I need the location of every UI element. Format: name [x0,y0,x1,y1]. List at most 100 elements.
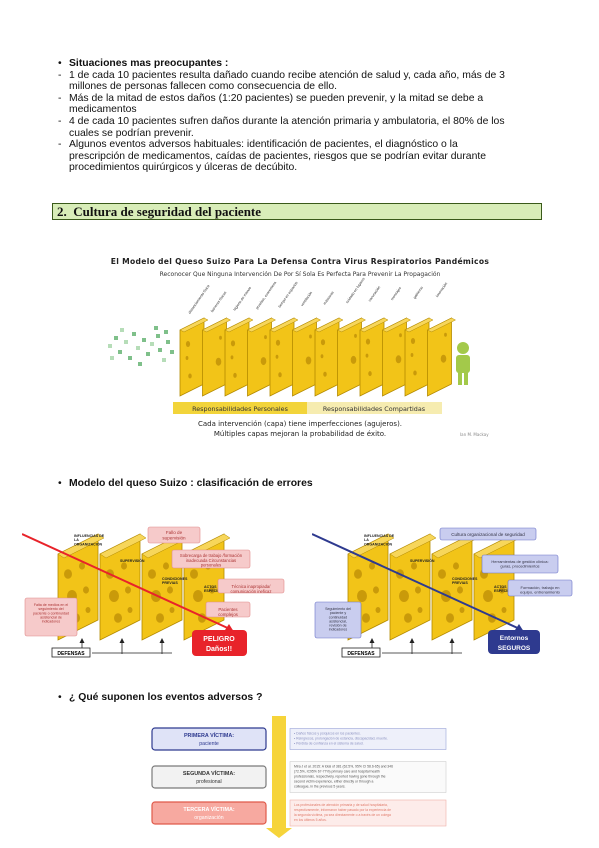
virus-particle [164,330,168,334]
victim-detail-box [289,761,447,793]
slice-label: ventilación [300,291,313,307]
victims-arrow-head [266,828,292,838]
slice-label: mensajes [390,286,402,301]
box-clinical-tools [481,554,559,574]
fig1-title: El Modelo del Queso Suizo Para La Defens… [111,257,490,266]
cheese-slice [291,317,322,397]
virus-particle [114,336,118,340]
defense-arrow [119,638,125,654]
concern-item: -Algunos eventos adversos habituales: id… [58,139,548,174]
slice-label: máscaras [323,290,335,305]
victim-row: PRIMERA VÍCTIMA:paciente• Daños físicos … [151,727,447,751]
layer-label: SUPERVISIÓN [410,558,435,563]
error-cheese-slice [389,533,437,641]
section-title: Cultura de seguridad del paciente [73,204,262,219]
section-heading-box [52,203,542,220]
concern-item-line: 1 de cada 10 pacientes resulta dañado cu… [69,69,505,81]
virus-particle [108,344,112,348]
virus-particle [138,362,142,366]
band-personal [173,402,307,414]
virus-particle [158,348,162,352]
cheese-slices [179,317,457,397]
seguros-badge [488,630,540,654]
victim-title: TERCERA VÍCTIMA: [183,805,235,813]
defensas-label: DEFENSAS [57,651,85,657]
cheese-slice [336,317,367,397]
victim-detail-line: Mira J et al. 2015: A total of 381 (62.5… [294,765,393,769]
defensas-box [51,647,91,658]
box-workload [171,549,251,569]
concern-item: -Más de la mitad de estos daños (1:20 pa… [58,93,548,116]
virus-particle [136,346,140,350]
victim-subtitle: organización [194,815,224,821]
box-technique-text: Técnica inapropiada/comunicación inefica… [231,584,272,594]
bullet-dot: • [58,478,62,489]
victim-row: SEGUNDA VÍCTIMA: profesional Mira J et al.… [151,761,447,793]
concern-items: -1 de cada 10 pacientes resulta dañado c… [58,70,548,174]
cheese-slice [426,317,457,397]
box-org-culture [439,527,537,541]
fig1-caption-1: Cada intervención (capa) tiene imperfecc… [198,420,402,428]
virus-particle [166,340,170,344]
dash-marker: - [58,69,62,81]
box-org-culture-text: Cultura organizacional de seguridad [451,532,525,537]
cheese-model-title: Modelo del queso Suizo : clasificación d… [69,478,313,489]
victim-detail-line: colleague, in the previous 5 years. [294,785,346,789]
box-technique [217,578,285,594]
concern-list: • Situaciones mas preocupantes : -1 de c… [58,58,548,174]
victim-detail-line: • Daños físicos y psíquicos en los pacie… [294,732,361,736]
victim-subtitle: profesional [196,779,221,785]
virus-particle [132,332,136,336]
cheese-slice [269,317,299,397]
box-complex-patients [205,601,251,618]
victim-detail-line: Los profesionales de atención primaria y… [294,803,388,807]
victim-detail-line: en los últimos 5 años. [294,818,327,822]
virus-particle [146,352,150,356]
fig1-caption-2: Múltiples capas mejoran la probabilidad … [214,430,386,438]
victim-title: SEGUNDA VÍCTIMA: [183,769,235,777]
virus-particle [150,342,154,346]
box-clinical-tools-text: Herramientas de gestión clínica:guías, p… [491,559,548,569]
section-number: 2. [57,204,67,219]
virus-particle [128,356,132,360]
victim-detail-line: • Reingresos, prolongación de estancia, … [294,737,388,741]
slice-label: tiempo en espacios [278,281,299,309]
concern-item-line: prescripción de medicamentos, caídas de … [69,150,487,162]
seguros-line2: SEGUROS [498,645,531,652]
victim-detail-line: • Pérdida de confianza en el sistema de … [294,742,364,746]
dash-marker: - [58,92,62,104]
virus-particle [154,326,158,330]
defense-arrow [159,638,165,654]
box-training [507,579,573,597]
cheese-model-item: • Modelo del queso Suizo : clasificación… [58,478,548,490]
box-follow-up [314,601,362,639]
virus-particle [142,338,146,342]
band-shared [307,402,442,414]
slice-label: vacunación [368,285,382,302]
dash-marker: - [58,115,62,127]
swiss-cheese-virus-figure: El Modelo del Queso Suizo Para La Defens… [108,257,490,438]
victim-box [151,765,267,789]
layer-label: SUPERVISIÓN [120,558,145,563]
concern-heading-item: • Situaciones mas preocupantes : [58,58,548,70]
error-cheese-slice [99,533,147,641]
concern-item-line: Más de la mitad de estos daños (1:20 pac… [69,92,484,104]
defensas-label: DEFENSAS [347,651,375,657]
adverse-events-item: • ¿ Qué suponen los eventos adversos ? [58,692,548,704]
defense-arrow [449,638,455,654]
victim-detail-line: second victim experience, either directl… [294,780,373,784]
concern-item-line: procedimientos quirúrgicos y úlceras de … [69,162,298,174]
concern-item: -1 de cada 10 pacientes resulta dañado c… [58,70,548,93]
safe-trajectory-arrow [312,533,523,631]
virus-particle [118,350,122,354]
peligro-line1: PELIGRO [203,636,235,643]
